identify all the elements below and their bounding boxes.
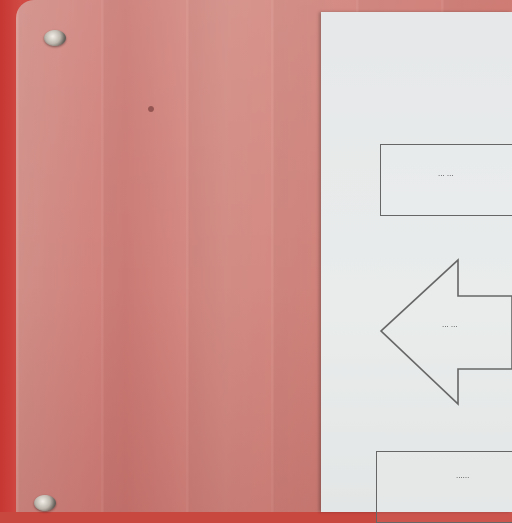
posted-paper: [321, 12, 512, 512]
screw-top: [44, 30, 66, 46]
screw-bottom: [34, 495, 56, 511]
left-arrow-icon: [379, 258, 512, 406]
top-box: [380, 144, 512, 216]
board-spot: [148, 106, 154, 112]
bottom-box-label: ......: [456, 472, 470, 480]
arrow-label: ... ...: [442, 321, 458, 329]
bottom-box: [376, 451, 512, 523]
top-box-label: ... ...: [438, 170, 454, 178]
